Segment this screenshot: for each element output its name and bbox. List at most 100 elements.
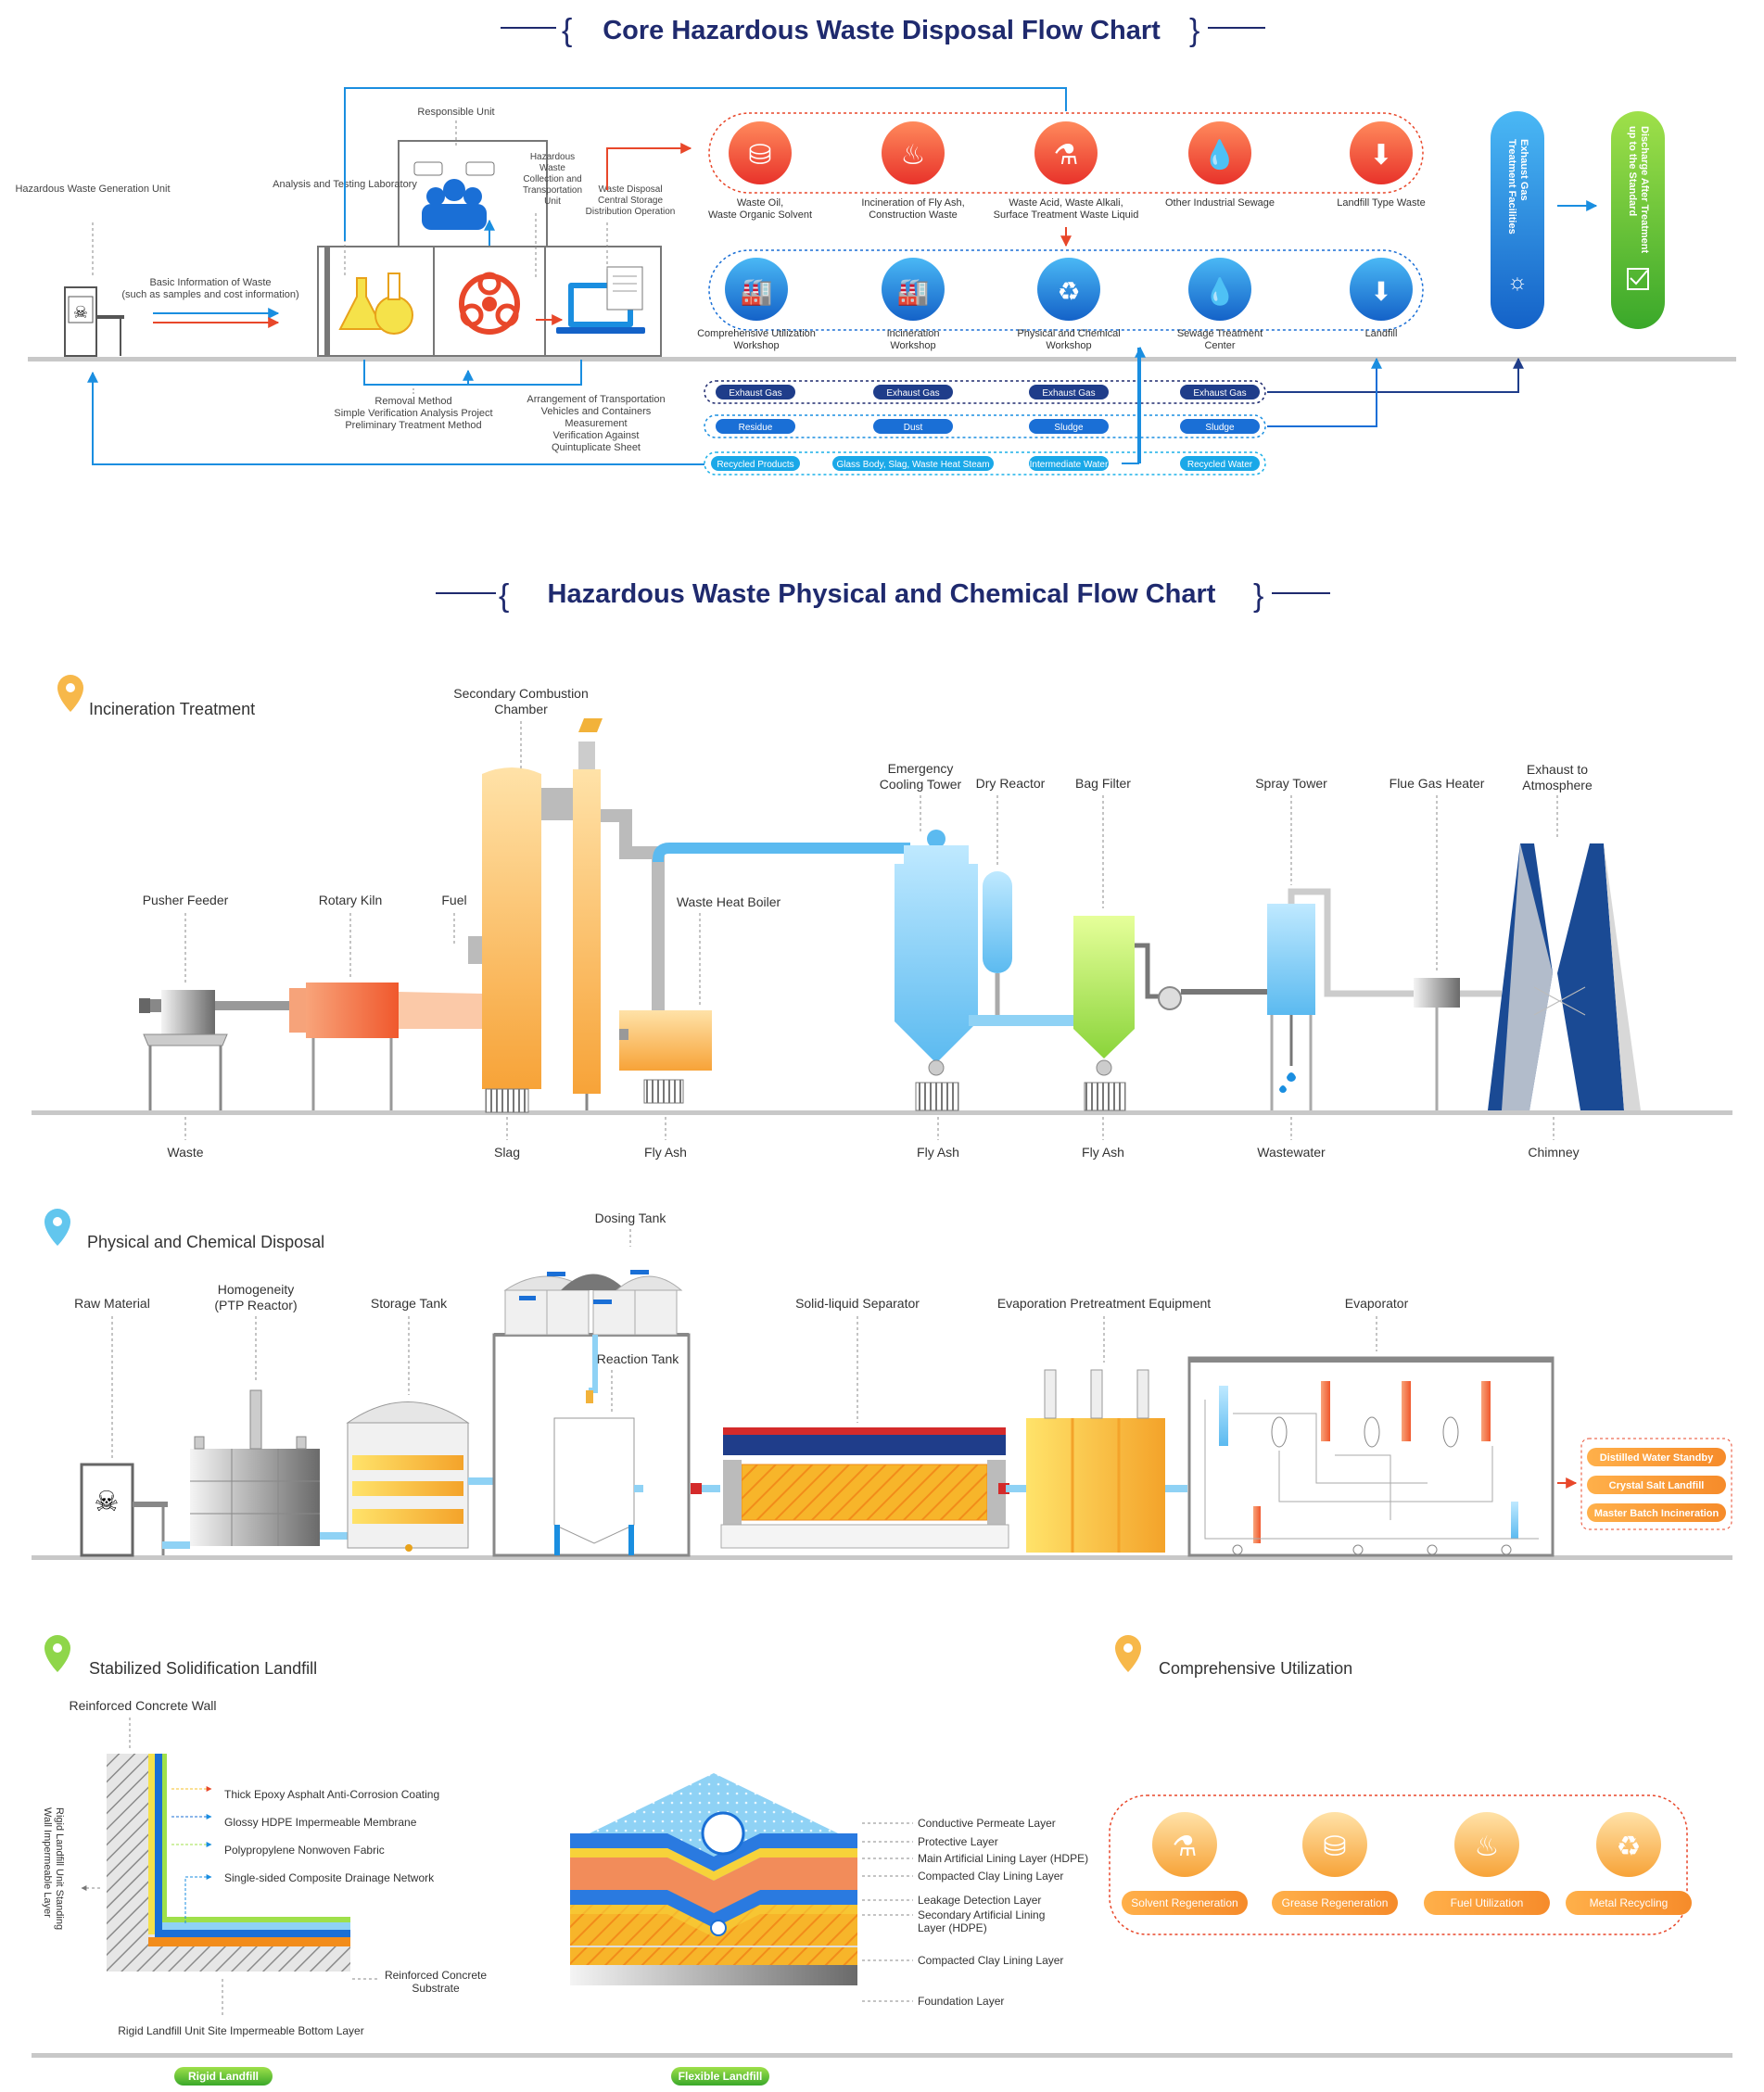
removal-line1: Removal Method xyxy=(374,396,451,407)
oil-barrel-icon-glyph: ⛁ xyxy=(1323,1832,1346,1862)
pusher-feeder-label: Pusher Feeder xyxy=(143,893,229,907)
exhaust-row xyxy=(704,380,1266,404)
ground-line xyxy=(28,357,1736,361)
responsible-unit-label: Responsible Unit xyxy=(417,107,494,118)
flue-gas-heater xyxy=(1414,978,1460,1008)
bag-filter-label: Bag Filter xyxy=(1075,776,1131,791)
incineration-heading: Incineration Treatment xyxy=(89,700,255,718)
utilization-heading: Comprehensive Utilization xyxy=(1159,1659,1352,1678)
waste-heat-boiler-label: Waste Heat Boiler xyxy=(677,894,781,909)
pusher-feeder xyxy=(161,990,215,1034)
rigid-layer-labels: Thick Epoxy Asphalt Anti-Corrosion Coati… xyxy=(42,1788,487,2037)
workshop-label: Landfill xyxy=(1365,328,1398,339)
landfill-heading: Stabilized Solidification Landfill xyxy=(89,1659,317,1678)
rotary-kiln xyxy=(306,983,399,1038)
water-drop-icon xyxy=(1188,258,1251,321)
arrangement-line: Vehicles and Containers xyxy=(541,406,652,417)
arrangement-line: Verification Against xyxy=(553,430,640,441)
workshop-label: Physical and Chemical xyxy=(1017,328,1120,339)
output-tag-text: Intermediate Water xyxy=(1030,460,1109,470)
flask-icon xyxy=(1152,1812,1217,1877)
basic-info-line1: Basic Information of Waste xyxy=(149,277,271,288)
waste-type-label: Landfill Type Waste xyxy=(1337,197,1425,209)
incineration-labels: Pusher Feeder Rotary Kiln Fuel Waste Hea… xyxy=(143,686,1593,1160)
flue-gas-heater-label: Flue Gas Heater xyxy=(1390,776,1485,791)
output-tag-text: Exhaust Gas xyxy=(729,388,781,399)
output-tag xyxy=(1180,456,1260,471)
homogeneity-label: Homogeneity xyxy=(218,1282,295,1297)
brace-right: } xyxy=(1253,578,1263,614)
exhaust-facility-text: Exhaust Gas xyxy=(1518,139,1529,201)
central-storage-label: Waste Disposal Central Storage Distribut… xyxy=(586,184,676,217)
homogeneity-label: (PTP Reactor) xyxy=(214,1298,297,1312)
water-drop-icon-glyph: 💧 xyxy=(1202,138,1237,171)
rotary-kiln-label: Rotary Kiln xyxy=(319,893,382,907)
emergency-tower-label: Emergency xyxy=(888,761,954,776)
output-tag-text: Exhaust Gas xyxy=(1193,388,1246,399)
utilization-button xyxy=(1566,1891,1692,1915)
rigid-landfill-tag xyxy=(174,2067,273,2086)
generation-unit: Hazardous Waste Generation Unit ☠ xyxy=(15,184,171,357)
waste-label: Waste xyxy=(167,1145,203,1160)
emergency-tower-label: Cooling Tower xyxy=(880,777,962,792)
physchem-section: Physical and Chemical Disposal ☠ xyxy=(32,1209,1732,1560)
exhaust-atm-label: Exhaust to xyxy=(1527,762,1588,777)
concrete-wall-label: Reinforced Concrete Wall xyxy=(70,1698,217,1713)
fuel-label: Fuel xyxy=(441,893,466,907)
waste-type-label: Incineration of Fly Ash, xyxy=(861,197,964,209)
section1-title: Core Hazardous Waste Disposal Flow Chart xyxy=(603,16,1161,45)
output-tag xyxy=(873,385,953,399)
evaporator xyxy=(1187,1356,1555,1557)
emergency-cooling-tower xyxy=(895,845,978,1063)
flame-icon-glyph: ♨ xyxy=(901,140,926,171)
dosing-tank-label: Dosing Tank xyxy=(595,1211,667,1225)
discharge-pill xyxy=(1611,111,1665,329)
flame-icon-glyph: ♨ xyxy=(1475,1832,1500,1862)
exhaust-facility-pill xyxy=(1491,111,1544,329)
vertical-label: Rigid Landfill Unit Standing xyxy=(54,1807,65,1930)
output-button xyxy=(1587,1476,1726,1494)
dry-reactor-label: Dry Reactor xyxy=(976,776,1046,791)
factory-icon-glyph: 🏭 xyxy=(741,277,773,307)
secondary-chamber-label: Secondary Combustion xyxy=(453,686,589,701)
wastewater-label: Wastewater xyxy=(1257,1145,1326,1160)
round-flask-icon xyxy=(374,296,413,335)
utilization-button-text: Fuel Utilization xyxy=(1451,1896,1524,1909)
output-tag xyxy=(1029,419,1109,434)
lightbulb-icon: ☼ xyxy=(1507,270,1528,295)
collection-line: Unit xyxy=(544,197,561,207)
rigid-layer-label: Single-sided Composite Drainage Network xyxy=(224,1871,435,1884)
output-tag xyxy=(1180,419,1260,434)
raw-material-station xyxy=(80,1463,134,1557)
down-arrow-icon xyxy=(1350,121,1413,184)
storage-tank xyxy=(346,1401,470,1424)
flex-layer-label: Leakage Detection Layer xyxy=(918,1894,1041,1907)
workshop-label: Workshop xyxy=(890,340,935,351)
output-tag-text: Exhaust Gas xyxy=(886,388,939,399)
rigid-landfill-tag-text: Rigid Landfill xyxy=(188,2070,259,2083)
secondary-chamber-label: Chamber xyxy=(494,702,548,716)
workshop-label: Incineration xyxy=(887,328,940,339)
skull-icon: ☠ xyxy=(73,303,88,322)
fly-ash-label: Fly Ash xyxy=(917,1145,959,1160)
arrangement-line: Quintuplicate Sheet xyxy=(552,442,641,453)
output-tag-text: Exhaust Gas xyxy=(1042,388,1095,399)
output-tag xyxy=(716,385,795,399)
recycle-icon xyxy=(1037,258,1100,321)
location-pin-icon xyxy=(57,675,83,712)
spray-tower xyxy=(1267,904,1315,1015)
discharge-text: Discharge After Treatment xyxy=(1639,126,1650,253)
waste-type-label: Surface Treatment Waste Liquid xyxy=(994,209,1139,221)
collection-line: Hazardous xyxy=(530,152,575,162)
incineration-section: Incineration Treatment xyxy=(32,675,1732,1115)
vertical-label: Wall Impermeable Layer xyxy=(42,1807,53,1918)
output-tag xyxy=(1029,385,1109,399)
flex-layer-label: Secondary Artificial Lining xyxy=(918,1908,1045,1921)
oil-barrel-icon-glyph: ⛁ xyxy=(748,140,771,171)
gen-unit-text: Hazardous Waste Generation Unit xyxy=(15,184,170,195)
removal-line2: Simple Verification Analysis Project xyxy=(334,408,492,419)
leader-lines xyxy=(184,721,1558,1140)
brace-left: { xyxy=(562,13,572,48)
output-tag-text: Recycled Products xyxy=(717,460,793,470)
